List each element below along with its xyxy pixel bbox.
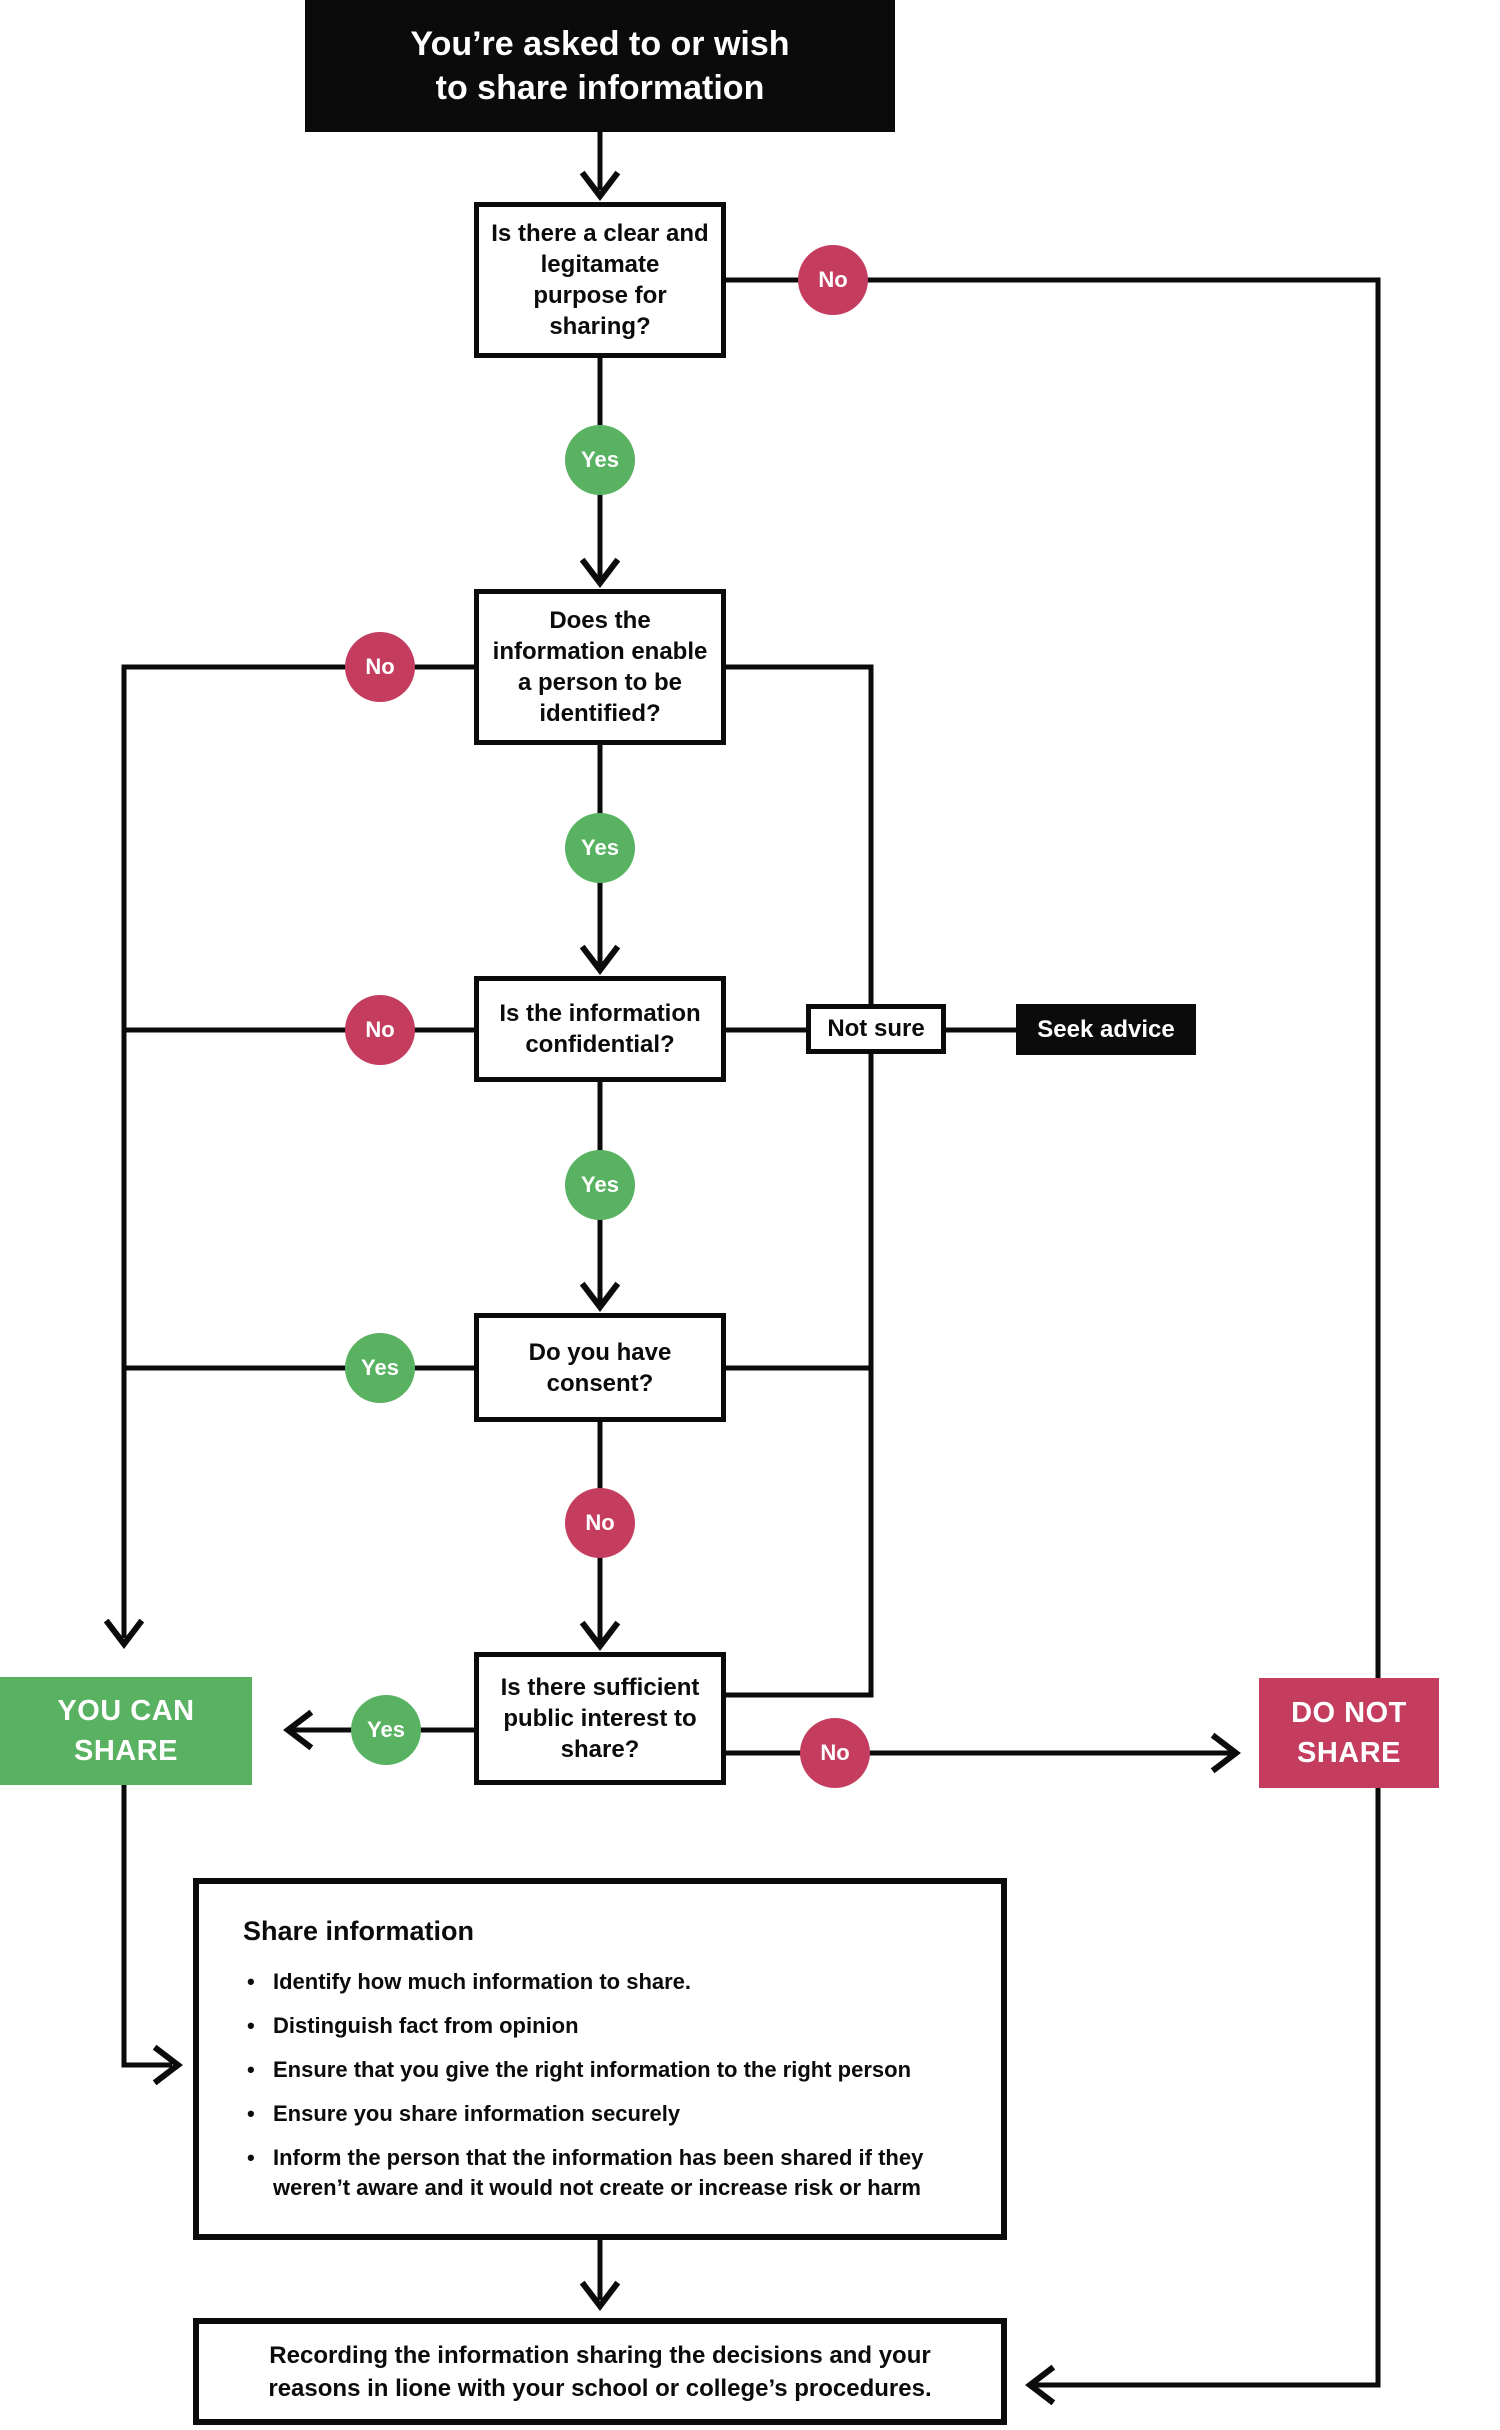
q4-no-circle: No: [565, 1488, 635, 1558]
question-box-purpose: Is there a clear and legitamate purpose …: [474, 202, 726, 358]
q3-no-circle: No: [345, 995, 415, 1065]
list-item: Inform the person that the information h…: [243, 2143, 961, 2203]
q1-no-circle: No: [798, 245, 868, 315]
recording-box: Recording the information sharing the de…: [193, 2318, 1007, 2425]
seek-advice-box: Seek advice: [1016, 1004, 1196, 1055]
list-item: Identify how much information to share.: [243, 1967, 961, 1997]
q5-no-circle: No: [800, 1718, 870, 1788]
question-box-identified: Does the information enable a person to …: [474, 589, 726, 745]
question-box-public-interest: Is there sufficient public interest to s…: [474, 1652, 726, 1785]
list-item: Distinguish fact from opinion: [243, 2011, 961, 2041]
you-can-share-box: YOU CAN SHARE: [0, 1677, 252, 1785]
q1-yes-circle: Yes: [565, 425, 635, 495]
not-sure-box: Not sure: [806, 1004, 946, 1054]
do-not-share-box: DO NOT SHARE: [1259, 1678, 1439, 1788]
share-information-list: Identify how much information to share. …: [243, 1967, 961, 2203]
list-item: Ensure you share information securely: [243, 2099, 961, 2129]
title-box: You’re asked to or wish to share informa…: [305, 0, 895, 132]
q3-yes-circle: Yes: [565, 1150, 635, 1220]
share-information-heading: Share information: [243, 1916, 475, 1946]
q2-no-circle: No: [345, 632, 415, 702]
list-item: Ensure that you give the right informati…: [243, 2055, 961, 2085]
q2-yes-circle: Yes: [565, 813, 635, 883]
share-information-box: Share information Identify how much info…: [193, 1878, 1007, 2240]
question-box-consent: Do you have consent?: [474, 1313, 726, 1422]
q5-yes-circle: Yes: [351, 1695, 421, 1765]
q4-yes-circle: Yes: [345, 1333, 415, 1403]
question-box-confidential: Is the information confidential?: [474, 976, 726, 1082]
